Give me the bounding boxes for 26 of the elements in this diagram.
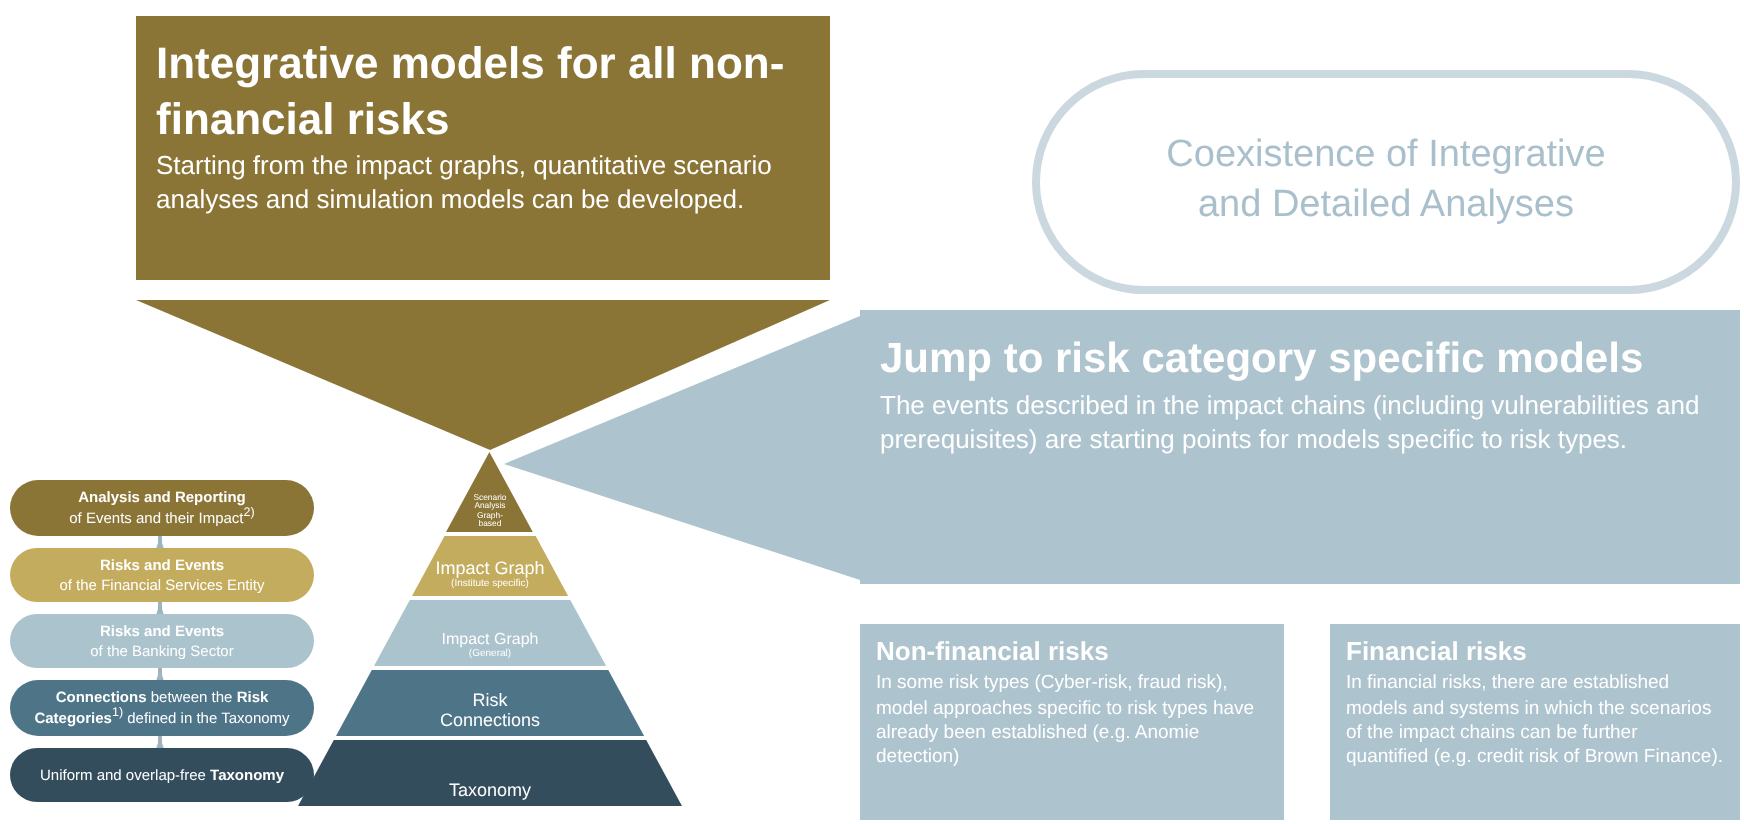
heading: Non-financial risks	[876, 636, 1111, 669]
level-pill	[10, 680, 314, 736]
pyramid-level	[298, 740, 682, 806]
level-label: Risk Connections	[437, 692, 542, 730]
heading: Jump to risk category specific models	[880, 334, 1646, 386]
level-pill	[10, 548, 314, 602]
heading: Financial risks	[1346, 636, 1529, 669]
level-pill	[10, 480, 314, 536]
pyramid-level	[411, 536, 569, 596]
level-label: Impact Graph	[439, 632, 541, 649]
callout-text: Coexistence of Integrative and Detailed Analyses	[1164, 132, 1608, 230]
body-text: The events described in the impact chains (including vulnerabilities and prerequisites) are starting points for models specific to risk types.	[880, 390, 1702, 459]
heading: Integrative models for all non-financial risks	[156, 36, 787, 146]
text-panel	[1330, 624, 1740, 820]
callout-pill	[1032, 70, 1740, 294]
text-panel	[860, 624, 1284, 820]
body-text: Starting from the impact graphs, quantitative scenario analyses and simulation models can be developed.	[156, 150, 774, 218]
level-pill	[10, 614, 314, 668]
level-label: Impact Graph	[433, 560, 547, 579]
text-panel	[136, 16, 830, 280]
body-text: In some risk types (Cyber-risk, fraud risk), model approaches specific to risk types have already been established (e.g. Anomie detection)	[876, 672, 1257, 772]
body-text: In financial risks, there are established models and systems in which the scenarios of the impact chains can be further quantified (e.g. credit risk of Brown Finance).	[1346, 672, 1724, 772]
pyramid-level	[335, 670, 644, 736]
level-label: Taxonomy	[446, 781, 534, 800]
pyramid-level	[373, 600, 607, 666]
level-pill	[10, 748, 314, 802]
